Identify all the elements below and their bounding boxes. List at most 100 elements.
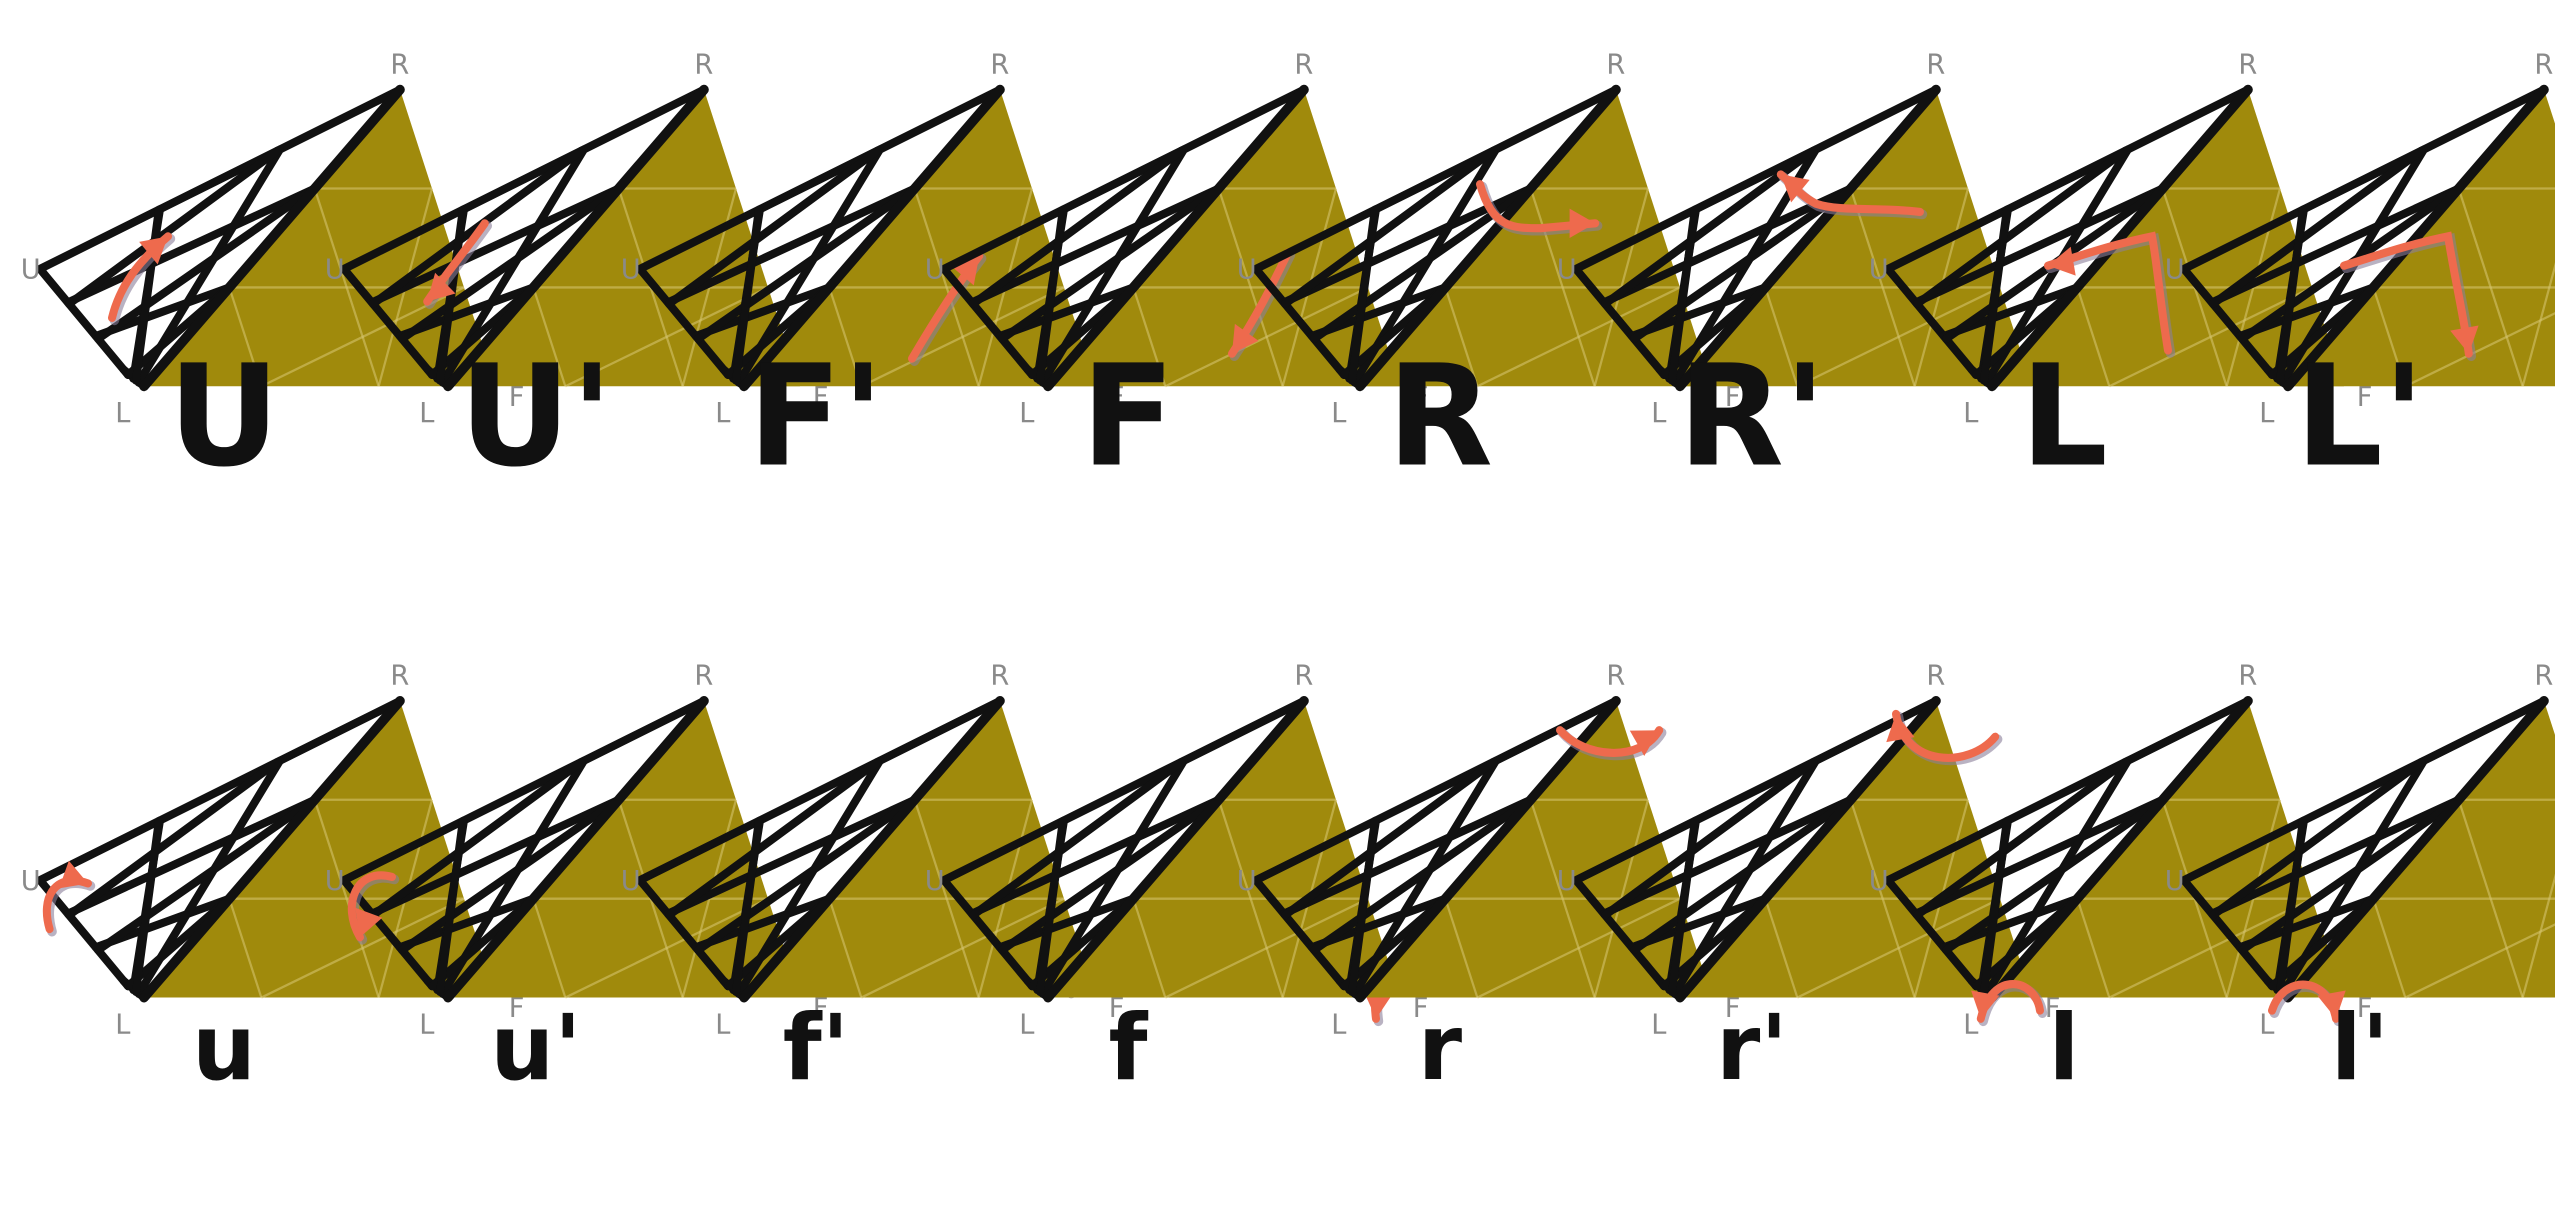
move-label: L' (2295, 334, 2425, 497)
corner-label-left: U (2165, 866, 2185, 897)
side-face-grid (1884, 696, 2253, 1002)
corner-label-bottom-right: F (1413, 993, 1429, 1024)
corner-label-bottom-left: L (419, 1009, 435, 1040)
corner-label-top: R (2534, 49, 2553, 80)
corner-label-top: R (694, 660, 713, 691)
turn-arrow (908, 251, 987, 366)
move-label: F' (748, 334, 884, 497)
corner-label-top: R (1606, 660, 1625, 691)
corner-label-left: U (621, 255, 641, 286)
move-label: r (1418, 995, 1463, 1101)
pyraminx-sketch: R U L F (325, 49, 829, 429)
front-face (448, 89, 800, 387)
turn-arrow (1556, 726, 1667, 761)
turn-arrow (347, 871, 400, 945)
turn-arrow (423, 219, 493, 309)
corner-label-top: R (390, 49, 409, 80)
corner-label-bottom-left: L (419, 398, 435, 429)
move-label: u (192, 995, 256, 1101)
corner-label-bottom-left: L (1331, 398, 1347, 429)
turn-arrow (1971, 980, 2048, 1027)
corner-label-left: U (21, 866, 41, 897)
turn-arrow (1228, 248, 1296, 362)
corner-label-top: R (1606, 49, 1625, 80)
corner-label-bottom-right: F (813, 382, 829, 413)
move-label: U' (459, 334, 613, 497)
move-label: U (168, 334, 280, 497)
pyraminx-sketch: R U L F (1237, 660, 1741, 1040)
corner-label-bottom-left: L (115, 1009, 131, 1040)
corner-label-bottom-right: F (1109, 993, 1125, 1024)
turn-arrow (2044, 231, 2176, 358)
corner-label-top: R (2534, 660, 2553, 691)
corner-label-left: U (2165, 255, 2185, 286)
turn-arrow (108, 232, 176, 326)
corner-label-bottom-right: F (1725, 382, 1741, 413)
pyraminx-sketch: R U L F (1237, 49, 1741, 429)
corner-label-bottom-right: F (509, 382, 525, 413)
move-label: l (2049, 995, 2080, 1101)
corner-label-left: U (1237, 255, 1257, 286)
front-face (144, 89, 496, 387)
front-face (448, 700, 800, 998)
corner-label-top: R (1294, 49, 1313, 80)
move-label: R (1387, 334, 1493, 497)
corner-label-top: R (1294, 660, 1313, 691)
turn-arrow (2340, 231, 2479, 362)
corner-label-left: U (1869, 255, 1889, 286)
row-tip-turns: RULFuRULFu'RULFf'RULFfRULFrRULFr'RULFlRU… (21, 660, 2555, 1101)
side-face-grid (340, 696, 709, 1002)
corner-label-bottom-left: L (2259, 1009, 2275, 1040)
pyraminx-sketch: R U L F (21, 49, 525, 429)
corner-label-left: U (325, 866, 345, 897)
front-face (744, 700, 1096, 998)
front-face (1360, 89, 1712, 387)
corner-label-bottom-right: F (1413, 382, 1429, 413)
corner-label-bottom-left: L (1651, 398, 1667, 429)
move-label: f' (783, 995, 849, 1101)
front-face (1048, 89, 1400, 387)
corner-label-left: U (1237, 866, 1257, 897)
corner-label-top: R (990, 49, 1009, 80)
corner-label-bottom-left: L (1651, 1009, 1667, 1040)
turn-arrow (1776, 170, 1928, 220)
turn-arrow (1886, 709, 2003, 766)
corner-label-bottom-right: F (2357, 382, 2373, 413)
corner-label-bottom-right: F (1725, 993, 1741, 1024)
front-face (1048, 700, 1400, 998)
move-label: F (1081, 334, 1175, 497)
corner-label-bottom-left: L (1963, 398, 1979, 429)
front-face (1680, 89, 2032, 387)
corner-label-left: U (1557, 866, 1577, 897)
row-face-turns: RULFURULFU'RULFF'RULFFRULFRRULFR'RULFLRU… (21, 49, 2555, 498)
corner-label-left: U (21, 255, 41, 286)
pyraminx-sketch: R U L F (925, 49, 1429, 429)
corner-label-bottom-right: F (2045, 382, 2061, 413)
corner-label-bottom-right: F (1109, 382, 1125, 413)
corner-label-top: R (694, 49, 713, 80)
side-face-grid (1252, 696, 1621, 1002)
pyraminx-sketch: R U L F (1557, 660, 2061, 1040)
corner-label-top: R (990, 660, 1009, 691)
corner-label-left: U (1869, 866, 1889, 897)
corner-label-bottom-left: L (2259, 398, 2275, 429)
move-label: r' (1716, 995, 1788, 1101)
corner-label-bottom-left: L (1019, 398, 1035, 429)
corner-label-bottom-right: F (509, 993, 525, 1024)
corner-label-top: R (1926, 660, 1945, 691)
front-face (744, 89, 1096, 387)
side-face-grid (636, 696, 1005, 1002)
corner-label-bottom-left: L (715, 1009, 731, 1040)
corner-label-bottom-left: L (1331, 1009, 1347, 1040)
turn-arrow (2268, 980, 2346, 1027)
corner-label-top: R (2238, 660, 2257, 691)
front-face (1992, 89, 2344, 387)
corner-label-left: U (1557, 255, 1577, 286)
move-label: R' (1678, 334, 1826, 497)
